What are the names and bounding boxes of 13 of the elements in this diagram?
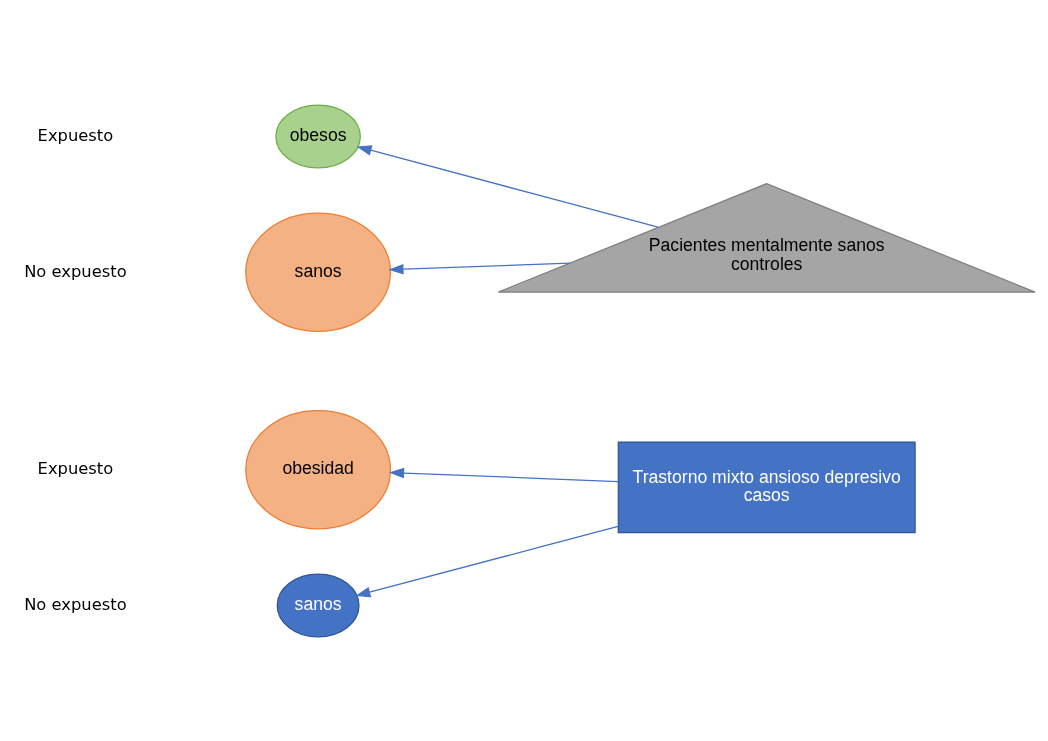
node-box: Trastorno mixto ansioso depresivo casos xyxy=(617,440,916,533)
node-ellipse: sanos xyxy=(276,572,360,638)
label: No expuesto xyxy=(24,594,127,614)
label: Expuesto xyxy=(37,125,114,145)
node-ellipse: sanos xyxy=(245,212,392,332)
label: No expuesto xyxy=(24,261,127,281)
label: Expuesto xyxy=(37,458,114,478)
node-ellipse: obesidad xyxy=(245,409,392,529)
node-ellipse: obesos xyxy=(275,103,361,169)
arrow xyxy=(355,525,619,597)
arrow xyxy=(388,467,619,482)
arrow xyxy=(356,144,659,228)
arrow xyxy=(388,261,571,274)
